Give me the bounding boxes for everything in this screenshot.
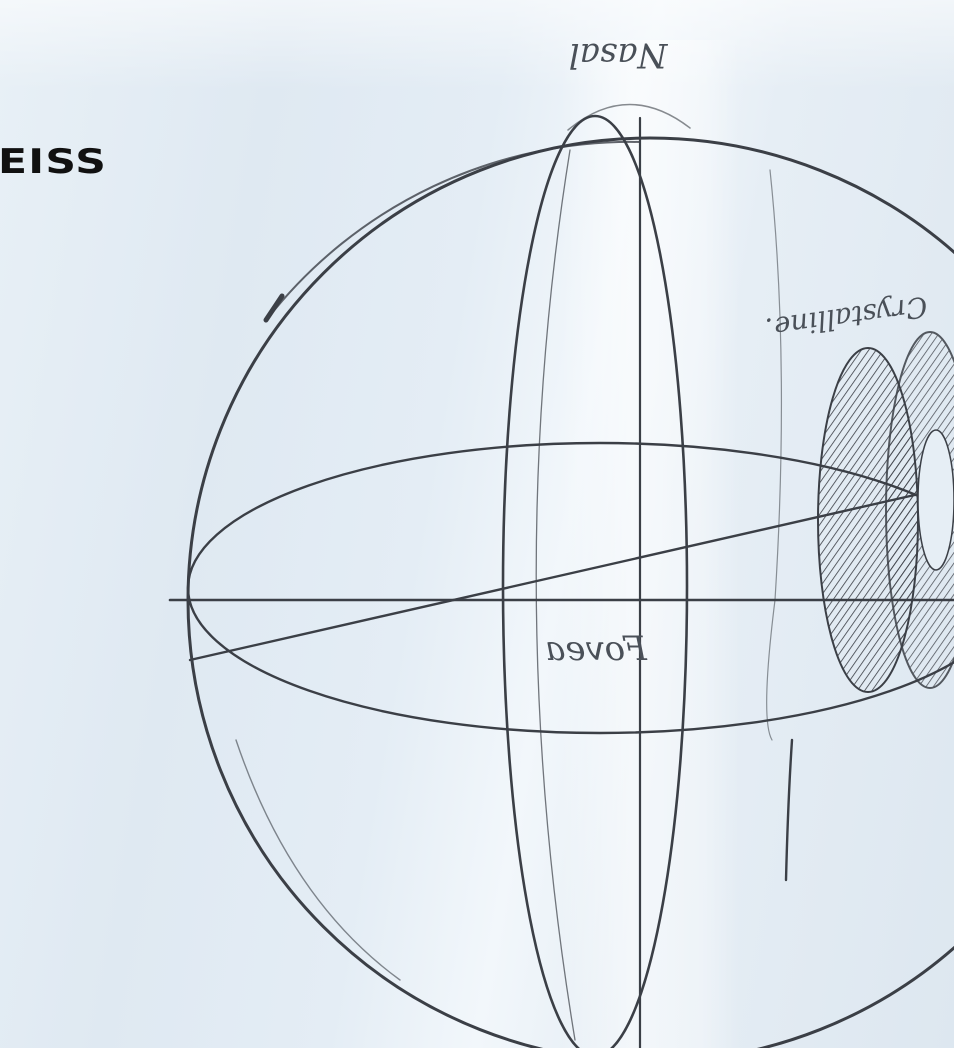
label-nasal: Nasal bbox=[569, 35, 669, 75]
meridian-double bbox=[535, 149, 576, 1041]
globe-double-line bbox=[267, 140, 641, 319]
globe-accent-top bbox=[263, 293, 285, 323]
brand-logo-text: EISS bbox=[0, 142, 108, 182]
background-glow bbox=[0, 0, 954, 90]
inner-curve bbox=[766, 169, 783, 741]
inner-short-curve bbox=[784, 738, 794, 882]
crystalline-lens bbox=[817, 331, 954, 693]
lower-arc bbox=[235, 739, 401, 981]
label-crystalline: Crystalline. bbox=[763, 290, 929, 345]
equator-ellipse bbox=[186, 441, 954, 735]
label-fovea: Fovea bbox=[545, 629, 648, 669]
meridian-ellipse bbox=[501, 114, 689, 1048]
